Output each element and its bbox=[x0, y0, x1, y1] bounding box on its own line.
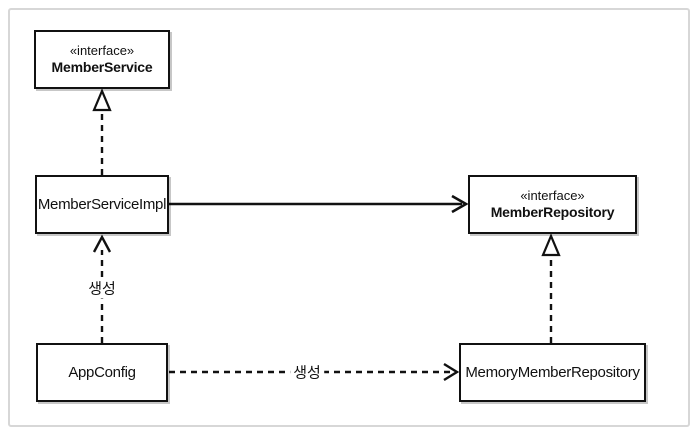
class-node-app-config: AppConfig bbox=[36, 343, 168, 402]
class-name-label: MemoryMemberRepository bbox=[465, 363, 640, 381]
realization-arrow-memorymemberrepository-memberrepository bbox=[541, 233, 561, 343]
edge-label-create-horizontal: 생성 bbox=[290, 361, 324, 383]
class-name-label: MemberService bbox=[51, 58, 153, 75]
stereotype-label: «interface» bbox=[69, 43, 135, 59]
stereotype-label: «interface» bbox=[520, 188, 585, 204]
class-node-memory-member-repository: MemoryMemberRepository bbox=[459, 343, 646, 402]
class-name-label: AppConfig bbox=[68, 363, 136, 381]
dependency-arrow-appconfig-memorymemberrepository bbox=[169, 362, 460, 382]
class-node-member-service: «interface» MemberService bbox=[34, 30, 170, 89]
association-arrow-memberserviceimpl-memberrepository bbox=[169, 194, 469, 214]
class-name-label: MemberRepository bbox=[490, 203, 615, 220]
class-node-member-repository: «interface» MemberRepository bbox=[468, 175, 637, 234]
edge-label-create-vertical: 생성 bbox=[85, 277, 119, 299]
class-node-member-service-impl: MemberServiceImpl bbox=[35, 175, 169, 234]
class-name-label: MemberServiceImpl bbox=[37, 195, 167, 213]
realization-arrow-memberserviceimpl-memberservice bbox=[92, 88, 112, 175]
